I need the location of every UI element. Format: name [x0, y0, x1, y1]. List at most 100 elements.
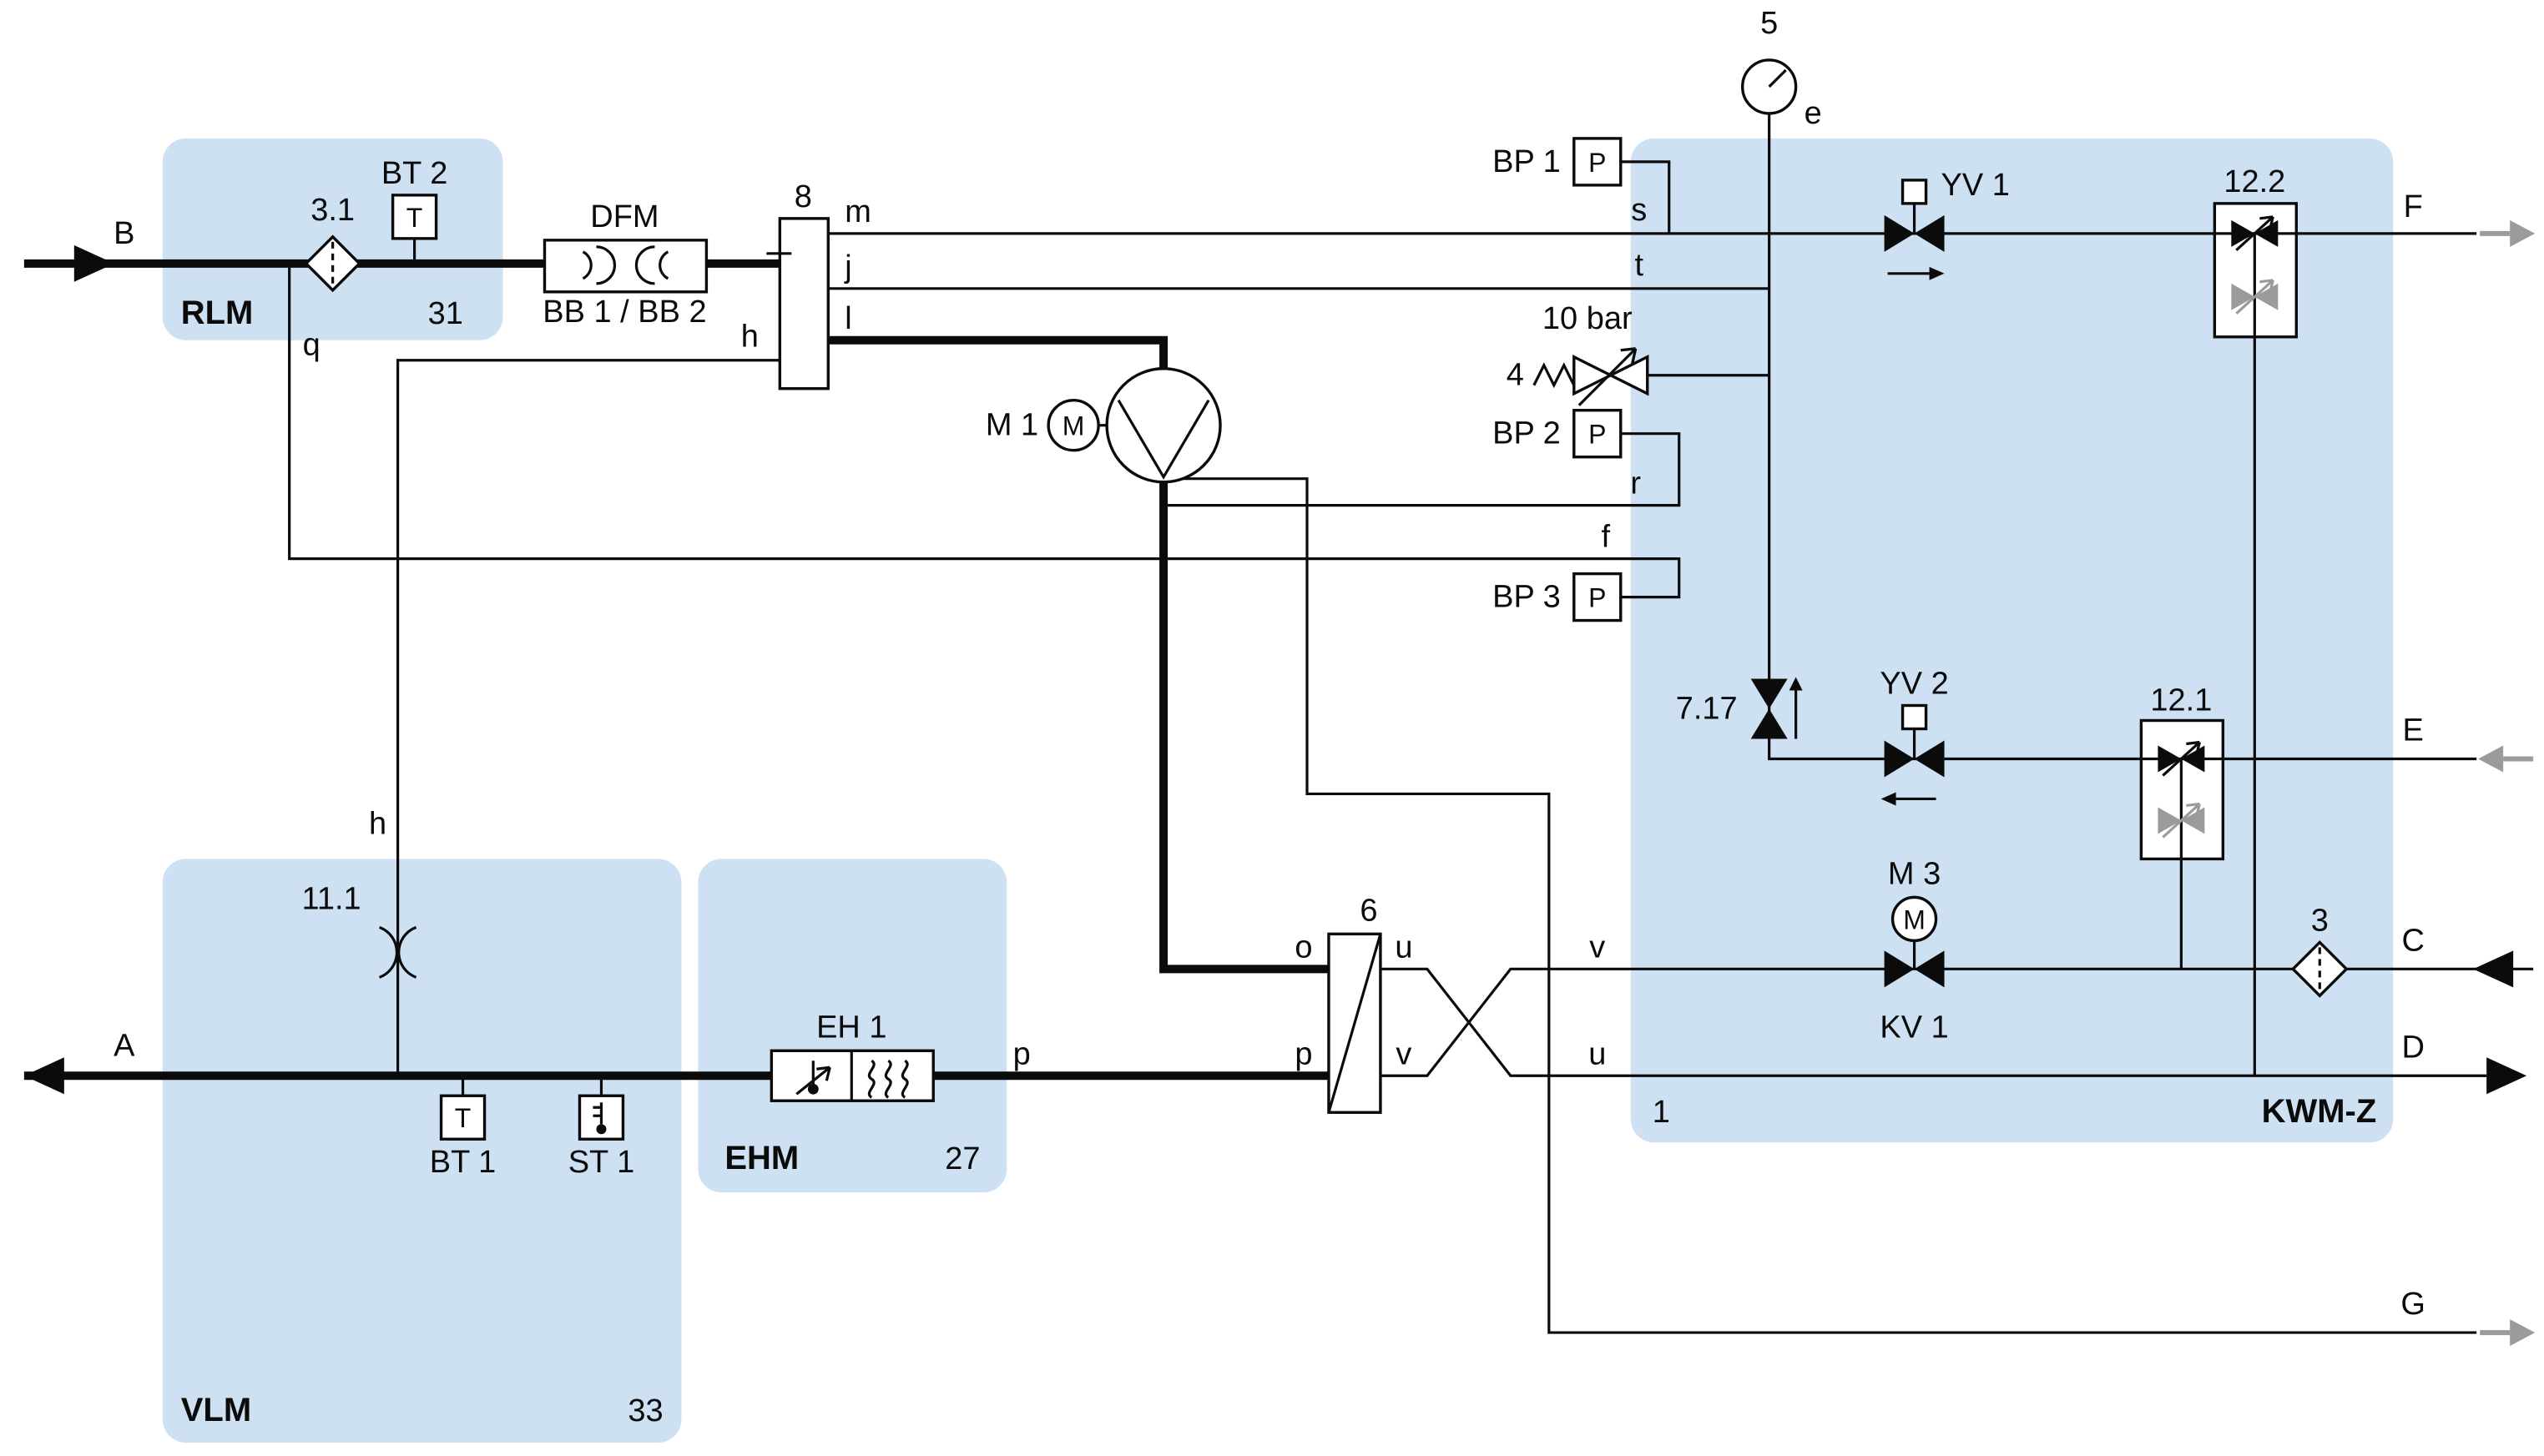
label-block-12-2: 12.2 — [2223, 164, 2285, 199]
label-filter-3: 3 — [2311, 903, 2329, 938]
pipe-label-j: j — [844, 249, 851, 285]
sensor-bp3: P — [1572, 572, 1623, 622]
arrow-a-out — [23, 1057, 64, 1095]
label-yv1: YV 1 — [1941, 168, 2010, 203]
port-label-d: D — [2402, 1030, 2425, 1065]
relief-body — [1607, 355, 1649, 396]
label-dfm-sub: BB 1 / BB 2 — [543, 295, 706, 330]
valve-yv2 — [1880, 703, 1945, 806]
pipe-label-l: l — [845, 301, 851, 336]
valve-block-12-1 — [2139, 718, 2225, 861]
sensor-bt1: T — [439, 1094, 487, 1141]
label-flex-11-1: 11.1 — [302, 881, 361, 916]
pipe-label-m: m — [845, 194, 871, 229]
motor-m3-symbol: M — [1903, 904, 1926, 935]
region-vlm — [162, 859, 682, 1443]
valve-block-12-2 — [2213, 202, 2298, 339]
label-yv2: YV 2 — [1880, 667, 1948, 702]
pipe-label-t: t — [1634, 248, 1643, 283]
port-label-c: C — [2402, 923, 2425, 958]
motor-m1-symbol: M — [1063, 411, 1085, 441]
block-12-1-arrow-bottom — [2162, 802, 2201, 839]
block-12-1-arrow-top — [2162, 740, 2201, 777]
filter-3-1-body — [304, 234, 362, 293]
valve-yv2-body — [1884, 740, 1915, 778]
valve-yv1-flow-arrow-head — [1929, 266, 1945, 280]
port-label-e: E — [2403, 713, 2424, 748]
region-vlm-number: 33 — [628, 1393, 663, 1428]
valve-kv1: M — [1884, 895, 1945, 988]
relief-spring-icon — [1532, 362, 1576, 389]
sensor-bp3-symbol: P — [1588, 583, 1606, 613]
label-valve-7-17: 7.17 — [1676, 692, 1738, 727]
pipe-label-s: s — [1631, 193, 1647, 228]
sensor-bp3-box — [1572, 572, 1623, 622]
label-block-8: 8 — [795, 179, 812, 214]
sensor-bp1: P — [1572, 137, 1623, 187]
block-12-1-valve-bottom — [2158, 807, 2182, 834]
block-12-2-valve-bottom — [2254, 283, 2279, 310]
port-label-a: A — [114, 1028, 135, 1063]
pipe-label-v-cross: v — [1589, 930, 1605, 965]
label-filter-3-1: 3.1 — [310, 193, 355, 228]
sensor-bt2: T — [391, 194, 438, 240]
pipe-label-p-eh: p — [1013, 1036, 1031, 1071]
pipe-label-h-top: h — [741, 320, 759, 355]
valve-kv1-body — [1914, 950, 1945, 988]
region-kwmz-label: KWM-Z — [2262, 1093, 2377, 1130]
heat-exchanger-6 — [1327, 932, 1382, 1114]
dfm-wave-icon — [582, 250, 593, 280]
arrow-c-in — [2473, 950, 2514, 988]
sensor-bt1-symbol: T — [455, 1103, 472, 1133]
valve-yv2-flow-arrow-head — [1880, 792, 1896, 806]
block-12-1-valve-top — [2158, 745, 2182, 773]
valve-yv1-body — [1884, 214, 1915, 252]
heating-coil-icon — [884, 1059, 892, 1099]
valve-yv1-body — [1914, 214, 1945, 252]
pipe-v-to-c — [1380, 967, 2534, 1077]
labels: B A F E C D G 3.1 BT 2 DFM BB 1 / BB 2 8… — [114, 6, 2425, 1322]
pipe-gauge-e — [1768, 113, 2477, 761]
sensor-st1-thermometer-icon — [596, 1124, 607, 1135]
pipe-drain-g — [1163, 477, 2477, 1334]
block-8-body — [778, 217, 830, 390]
flex-arc-icon — [379, 925, 398, 979]
label-bp3: BP 3 — [1492, 580, 1561, 615]
distributor-block-8 — [766, 217, 830, 390]
region-ehm-label: EHM — [724, 1140, 799, 1176]
pipe-label-q: q — [303, 328, 321, 363]
port-label-g: G — [2400, 1287, 2425, 1322]
sensor-bp2: P — [1572, 409, 1623, 459]
dfm-wave-icon — [596, 245, 617, 285]
block-12-1-valve-bottom — [2181, 807, 2205, 834]
pipe-s-bp1 — [1620, 160, 1671, 234]
block-12-2-arrow-top — [2235, 215, 2274, 252]
flex-arc-icon — [397, 925, 417, 979]
motor-m1-circle — [1047, 399, 1100, 452]
label-m3: M 3 — [1888, 856, 1941, 891]
region-kwmz-number: 1 — [1653, 1095, 1670, 1130]
label-dfm: DFM — [590, 199, 659, 234]
pipe-h — [396, 359, 780, 1076]
regions: RLM 31 VLM 33 EHM 27 KWM-Z 1 — [162, 138, 2394, 1443]
label-st1: ST 1 — [568, 1145, 634, 1180]
pipe-label-v-hx: v — [1396, 1036, 1411, 1071]
arrow-e-head — [2478, 745, 2504, 773]
pump-body — [1105, 367, 1222, 484]
valve-7-17 — [1750, 677, 1803, 739]
pump-impeller-icon — [1117, 399, 1210, 480]
filter-3 — [2290, 940, 2349, 998]
valve-yv2-body — [1914, 740, 1945, 778]
filter-3-1 — [304, 234, 362, 293]
pipe-label-o: o — [1295, 930, 1312, 965]
sensor-bt2-box — [391, 194, 438, 240]
label-m1: M 1 — [986, 408, 1038, 443]
sensor-st1-thermometer-icon — [593, 1102, 603, 1125]
arrow-b-in — [73, 244, 114, 282]
label-bp2: BP 2 — [1492, 416, 1561, 451]
region-vlm-label: VLM — [181, 1392, 251, 1428]
sensor-bp1-symbol: P — [1588, 148, 1606, 178]
sensor-bt2-symbol: T — [406, 203, 423, 233]
region-ehm — [698, 859, 1007, 1193]
